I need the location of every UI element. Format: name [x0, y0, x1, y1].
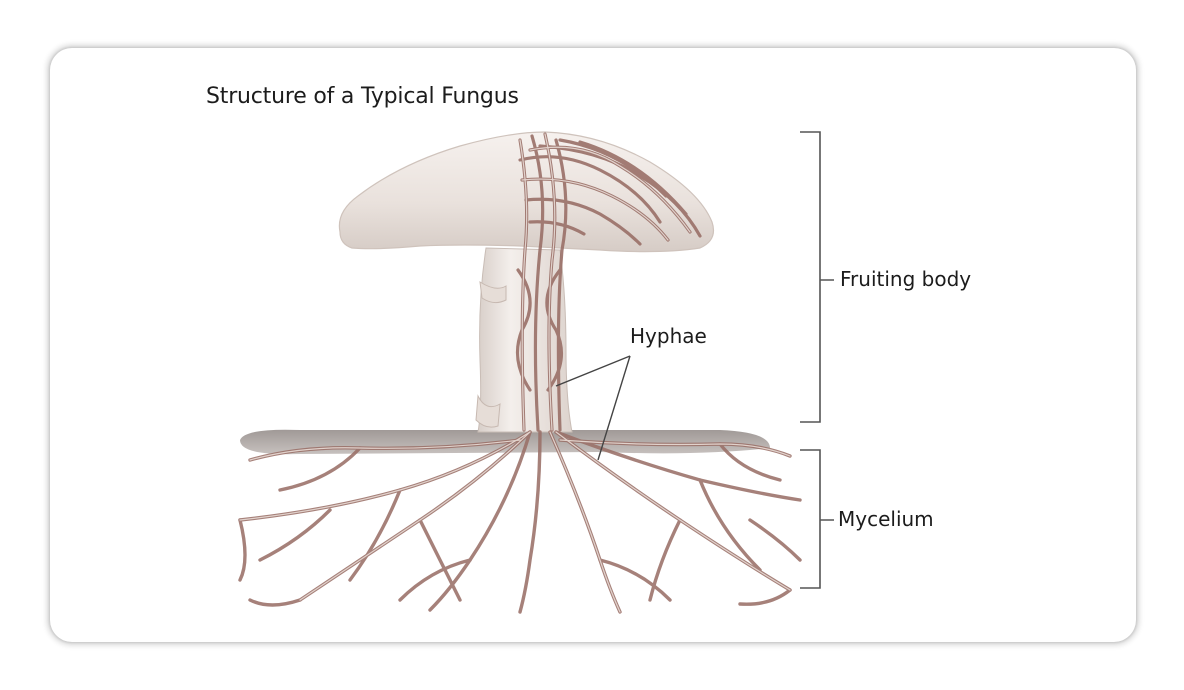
hyphae-leader-line-2	[597, 355, 631, 461]
fruiting-body-hyphae-inner	[519, 133, 691, 431]
mycelium-bracket	[800, 449, 834, 589]
label-mycelium: Mycelium	[838, 507, 934, 531]
stem-volva	[475, 394, 501, 428]
label-fruiting-body: Fruiting body	[840, 267, 972, 291]
stem-ring	[479, 281, 507, 304]
hyphae-leader-line-1	[555, 355, 631, 387]
diagram-title: Structure of a Typical Fungus	[206, 84, 519, 109]
mycelium-network	[238, 430, 802, 614]
mycelium-network-inner	[239, 431, 791, 613]
label-hyphae: Hyphae	[630, 324, 707, 348]
fruiting-body-bracket	[800, 131, 834, 423]
